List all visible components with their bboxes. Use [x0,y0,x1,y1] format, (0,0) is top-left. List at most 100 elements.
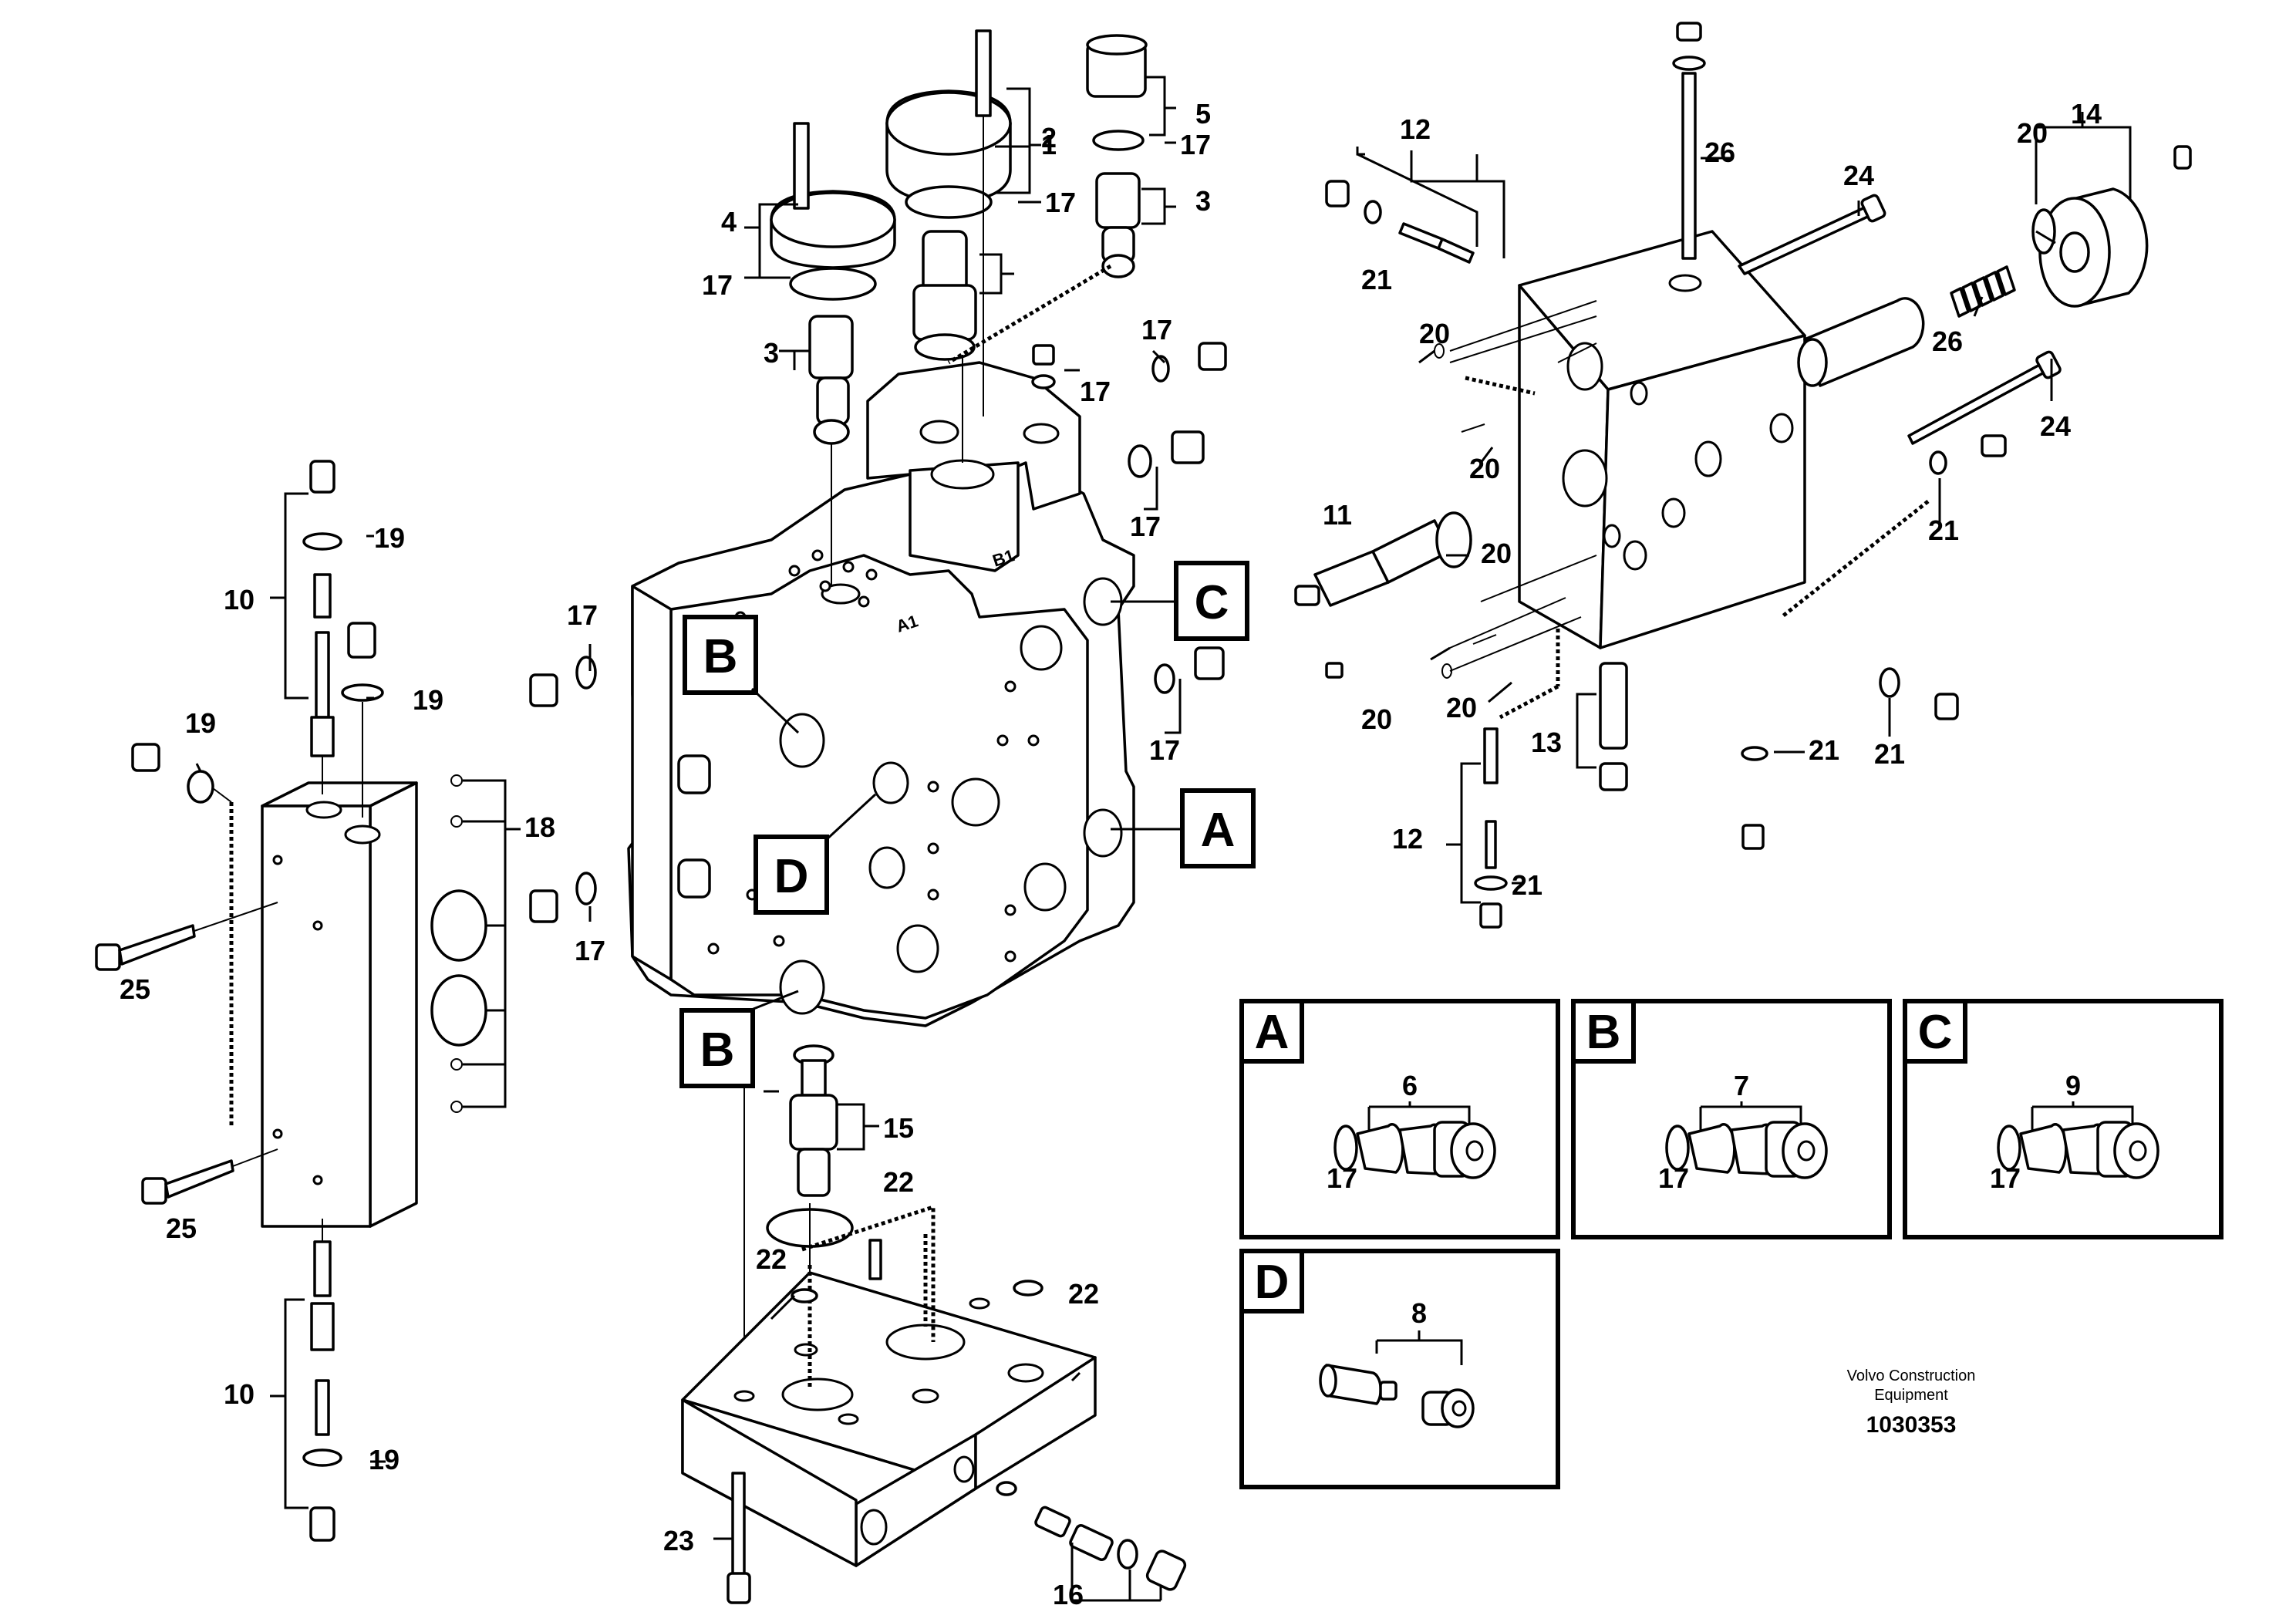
callout-12-bottom: 12 [1392,823,1423,855]
bottom-plate [681,1271,1097,1567]
section-marker-b-upper-label: B [703,630,738,683]
callout-23: 23 [663,1525,694,1556]
section-marker-d-label: D [774,850,809,903]
spool-11 [1294,511,1472,607]
plug-17-right-mid [1128,430,1205,478]
callout-25-lower: 25 [166,1212,197,1244]
spring-26 [1950,265,2016,318]
section-marker-b-upper: B [683,615,800,734]
callout-19-left: 19 [185,707,216,739]
callout-20-top-right: 20 [2017,117,2048,149]
cover-2 [885,29,1012,219]
detail-panel-b-part: 7 [1734,1070,1749,1101]
bolt-25-upper [95,924,196,971]
rod-26-top [1672,22,1706,260]
callout-18: 18 [524,811,555,843]
callout-17-small-top: 17 [1080,376,1111,407]
detail-panel-b-letter: B [1586,1006,1621,1059]
callout-17-left-lower: 17 [575,935,605,966]
callout-19-bottom: 19 [369,1444,400,1475]
section-marker-a-label: A [1201,804,1236,857]
callout-26-top: 26 [1704,137,1735,168]
cartridge-1 [912,230,977,361]
callout-20-spool: 20 [1481,538,1512,569]
cover-14 [2038,145,2192,308]
callout-21-bottom-mid: 21 [1809,734,1839,766]
detail-panel-d-part: 8 [1411,1297,1427,1329]
cartridge-3-left [808,315,854,445]
cartridge-5 [1086,34,1148,151]
plug-19-top [341,622,384,818]
right-valve-block [1518,230,1806,649]
callout-labels: 1 2 3 3 4 5 10 10 11 12 12 13 14 15 16 1… [120,98,2102,1610]
spool-stack-10-bottom [302,1219,342,1542]
callout-19-mid: 19 [413,684,443,716]
cartridge-15 [789,1044,838,1197]
screw-12-top [1398,222,1475,264]
callout-17-cover2: 17 [1045,187,1076,218]
section-marker-b-lower-label: B [700,1023,735,1077]
figure-number: 1030353 [1866,1412,1957,1438]
callout-1: 1 [1041,129,1057,160]
callout-13: 13 [1531,727,1562,758]
left-section-block [95,743,521,1228]
callout-leaders [195,76,2056,1540]
cover-4 [770,122,896,301]
callout-24-top: 24 [1843,160,1874,191]
plug-21-small [1325,180,2007,850]
callout-17-left-upper: 17 [567,599,598,631]
callout-21-top-left: 21 [1361,264,1392,295]
bolt-23 [727,1472,751,1604]
section-marker-c: C [1111,561,1249,641]
detail-panel-b: B 7 17 [1571,999,1892,1239]
callout-17-cartridge5: 17 [1180,129,1211,160]
plug-19-left [131,743,214,804]
callout-16: 16 [1053,1579,1084,1610]
plug-17-right-top [1151,342,1227,383]
callout-20-upper: 20 [1419,318,1450,349]
callout-14: 14 [2071,98,2102,130]
plug-17-left-upper [529,656,597,707]
callout-5: 5 [1195,98,1211,130]
detail-panel-c: C 9 17 [1903,999,2224,1239]
callout-3-right: 3 [1195,185,1211,217]
callout-22-right: 22 [1068,1278,1099,1310]
callout-22-oring: 22 [883,1166,914,1198]
detail-panel-a: A 6 17 [1239,999,1560,1239]
callout-4: 4 [721,206,737,238]
plug-17-small-top [1031,344,1056,389]
callout-21-screw: 21 [1512,869,1542,901]
callout-17-cover4: 17 [702,269,733,301]
callout-19-top: 19 [374,522,405,554]
callout-25-upper: 25 [120,973,150,1005]
bolt-25-lower [141,1159,234,1205]
callout-26-spring: 26 [1932,325,1963,357]
callout-17-right-lower: 17 [1149,734,1180,766]
detail-panel-d-letter: D [1255,1256,1290,1309]
caption-line-1: Volvo Construction [1847,1367,1976,1384]
section-marker-c-label: C [1195,576,1229,629]
valve-assembly-16 [996,1481,1187,1591]
bolt-24-top [1738,194,1886,275]
detail-panel-a-letter: A [1255,1006,1290,1059]
callout-15: 15 [883,1112,914,1144]
callout-3-left: 3 [764,337,779,369]
spool-stack-10-top [302,460,342,794]
screw-12-bottom [1474,727,1508,929]
callout-11: 11 [1323,499,1352,531]
callout-2: 2 [1041,122,1057,153]
sleeve-right [1797,297,1925,387]
callout-10-bottom: 10 [224,1378,255,1410]
callout-21-bottom-right: 21 [1874,738,1905,770]
callout-12-top: 12 [1400,113,1431,145]
section-marker-d: D [754,793,877,915]
callout-21-right: 21 [1928,514,1959,546]
detail-panel-c-part: 9 [2065,1070,2081,1101]
figure-caption: Volvo Construction Equipment 1030353 [1847,1367,1976,1438]
callout-22-left: 22 [756,1243,787,1275]
callout-17-right-mid: 17 [1130,511,1161,542]
section-marker-b-lower: B [679,990,799,1088]
callout-17-right-top: 17 [1141,314,1172,346]
callout-20-lower: 20 [1446,692,1477,723]
